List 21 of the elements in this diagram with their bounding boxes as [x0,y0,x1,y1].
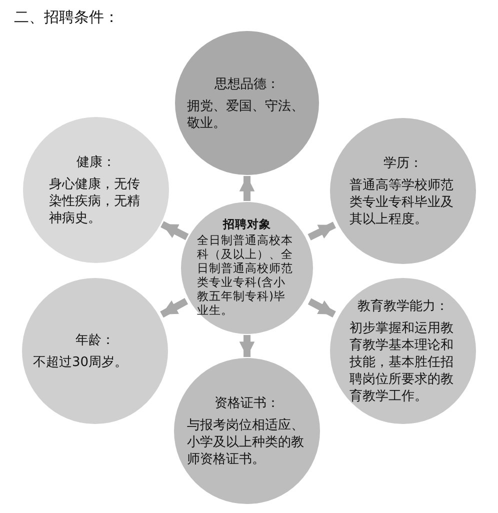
circle-heading: 招聘对象 [222,217,272,231]
block-arrow [160,221,189,240]
circle-text: 全日制普通高校本科（及以上）、全日制普通高校师范类专业专科(含小教五年制专科)毕业生。 [197,233,294,317]
title: 二、招聘条件： [14,8,119,27]
circle-heading: 学历： [382,155,424,172]
circle-heading: 教育教学能力： [356,298,450,315]
circle-text: 不超过30周岁。 [33,354,129,371]
circle-heading: 思想品德： [214,76,280,92]
block-arrow [160,298,188,318]
block-arrow [239,176,255,201]
circle-text: 初步掌握和运用教育教学基本理论和技能，基本胜任招聘岗位所要求的教育教学工作。 [350,320,454,405]
circle-text: 普通高等学校师范类专业专科毕业及其以上程度。 [350,177,454,228]
circle-heading: 资格证书： [214,395,280,412]
circle-heading: 年龄： [74,332,116,349]
block-arrow [239,335,255,357]
block-arrow [308,222,336,240]
block-arrow [308,298,336,318]
circle-text: 拥党、爱国、守法、敬业。 [187,98,305,132]
circle-heading: 健康： [76,154,116,171]
circle-text: 与报考岗位相适应、小学及以上种类的教师资格证书。 [187,417,305,468]
circle-text: 身心健康，无传染性疾病，无精神病史。 [49,176,141,227]
